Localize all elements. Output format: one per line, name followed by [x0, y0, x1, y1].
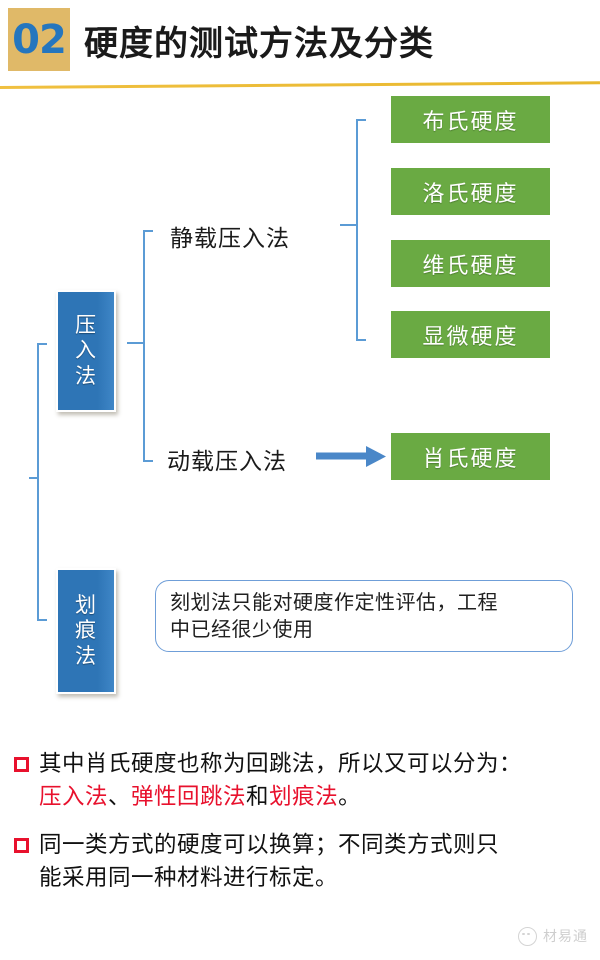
- root-box-scratch-char-1: 痕: [75, 618, 97, 643]
- bullet-1-line-1: 其中肖氏硬度也称为回跳法，所以又可以分为：: [39, 751, 523, 777]
- wechat-icon: [518, 926, 537, 946]
- leaf-box-shore[interactable]: 肖氏硬度: [391, 433, 550, 480]
- arrow-dynamic-to-shore: [316, 446, 386, 467]
- scratch-method-note: 刻划法只能对硬度作定性评估，工程 中已经很少使用: [155, 580, 573, 652]
- root-box-scratch-char-2: 法: [75, 643, 97, 668]
- root-box-press-method[interactable]: 压 入 法: [56, 290, 116, 412]
- page-title: 硬度的测试方法及分类: [84, 24, 434, 64]
- bullet-1-sep-1: 、: [108, 783, 132, 810]
- bullet-1-term-scratch: 划痕法: [269, 783, 339, 810]
- bullet-1-line-2: 压入法、弹性回跳法和划痕法。: [39, 781, 522, 814]
- bullet-item-2: 同一类方式的硬度可以换算；不同类方式则只 能采用同一种材料进行标定。: [14, 829, 592, 894]
- bullet-1-term-press: 压入法: [39, 783, 109, 810]
- bullet-1-sep-2: 和: [246, 783, 270, 810]
- section-number: 02: [12, 16, 67, 63]
- root-box-press-char-0: 压: [75, 312, 97, 337]
- leaf-box-micro[interactable]: 显微硬度: [391, 311, 550, 358]
- root-box-scratch-char-0: 划: [75, 592, 97, 617]
- bullet-list: 其中肖氏硬度也称为回跳法，所以又可以分为： 压入法、弹性回跳法和划痕法。 同一类…: [14, 748, 592, 911]
- watermark-label: 材易通: [543, 929, 588, 945]
- bullet-item-1: 其中肖氏硬度也称为回跳法，所以又可以分为： 压入法、弹性回跳法和划痕法。: [14, 748, 592, 813]
- header-divider-rule: [0, 81, 600, 89]
- bullet-square-icon: [14, 757, 29, 772]
- bullet-2-line-1: 同一类方式的硬度可以换算；不同类方式则只: [39, 832, 500, 859]
- root-box-press-char-1: 入: [75, 338, 97, 363]
- bullet-square-icon: [14, 838, 29, 854]
- leaf-box-rockwell[interactable]: 洛氏硬度: [391, 168, 550, 215]
- label-static-indentation: 静载压入法: [170, 226, 290, 252]
- label-dynamic-indentation: 动载压入法: [167, 449, 287, 475]
- watermark: 材易通: [518, 926, 588, 946]
- leaf-box-brinell[interactable]: 布氏硬度: [391, 96, 550, 143]
- root-box-scratch-method[interactable]: 划 痕 法: [56, 568, 116, 694]
- scratch-note-line-1: 刻划法只能对硬度作定性评估，工程: [170, 590, 498, 614]
- root-box-press-char-2: 法: [75, 363, 97, 388]
- bullet-1-period: 。: [338, 783, 362, 810]
- leaf-box-vickers[interactable]: 维氏硬度: [391, 240, 550, 287]
- bullet-2-line-2: 能采用同一种材料进行标定。: [39, 864, 339, 891]
- bullet-1-text: 其中肖氏硬度也称为回跳法，所以又可以分为： 压入法、弹性回跳法和划痕法。: [39, 748, 522, 813]
- bullet-2-text: 同一类方式的硬度可以换算；不同类方式则只 能采用同一种材料进行标定。: [39, 829, 499, 894]
- scratch-note-line-2: 中已经很少使用: [170, 617, 314, 641]
- section-number-badge: 02: [8, 8, 70, 71]
- bullet-1-term-rebound: 弹性回跳法: [131, 783, 247, 810]
